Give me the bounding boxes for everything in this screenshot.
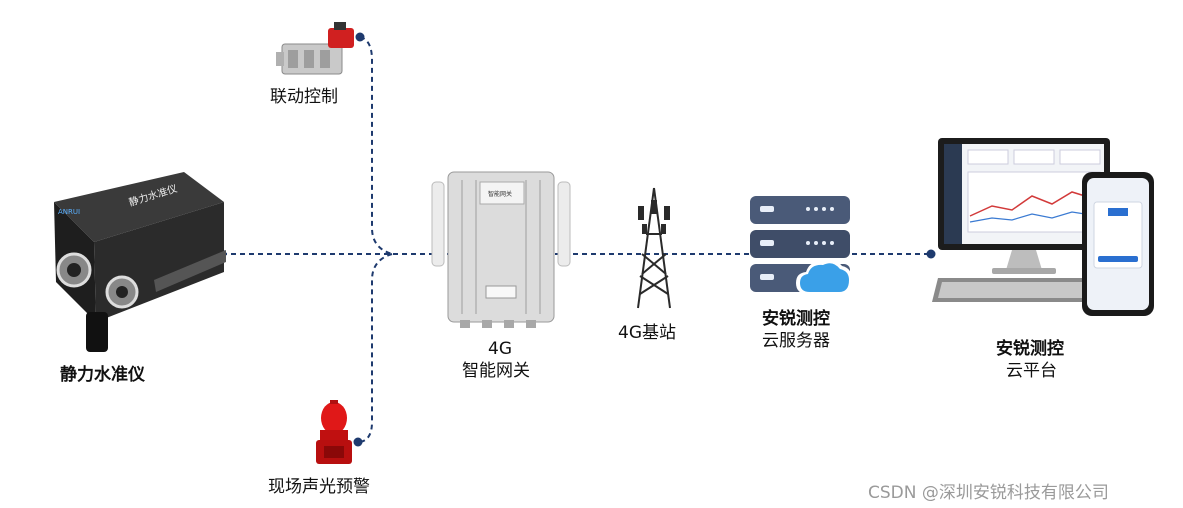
alarm-branch-line [359,253,393,443]
cloud-icon [796,259,852,294]
platform-label-line2: 云平台 [1006,361,1057,381]
device-label: 静力水准仪 [60,365,145,385]
watermark: CSDN @深圳安锐科技有限公司 [868,483,1109,503]
alarm-beacon-icon [316,400,352,464]
linkage-label: 联动控制 [270,87,338,107]
cloud-platform-devices-icon [932,138,1154,316]
linkage-branch-line [359,36,393,255]
gateway-label-line2: 智能网关 [462,361,530,381]
hydrostatic-level-device-icon: 静力水准仪 ANRUI [54,172,226,352]
base-station-tower-icon [637,187,671,309]
solenoid-valve-icon [276,22,354,75]
gateway-label-line1: 4G [488,339,512,359]
platform-label-line1: 安锐测控 [996,339,1064,359]
gateway-sticker-text: 智能网关 [488,190,512,198]
node-alarm [353,437,363,447]
base-station-label: 4G基站 [618,323,676,343]
server-label-line1: 安锐测控 [762,309,830,329]
node-platform [926,249,936,259]
device-brand: ANRUI [58,208,80,216]
cloud-server-icon [750,196,852,294]
server-label-line2: 云服务器 [762,331,830,351]
alarm-label: 现场声光预警 [268,477,370,497]
gateway-device-icon: 智能网关 [431,171,571,328]
node-linkage [355,32,365,42]
